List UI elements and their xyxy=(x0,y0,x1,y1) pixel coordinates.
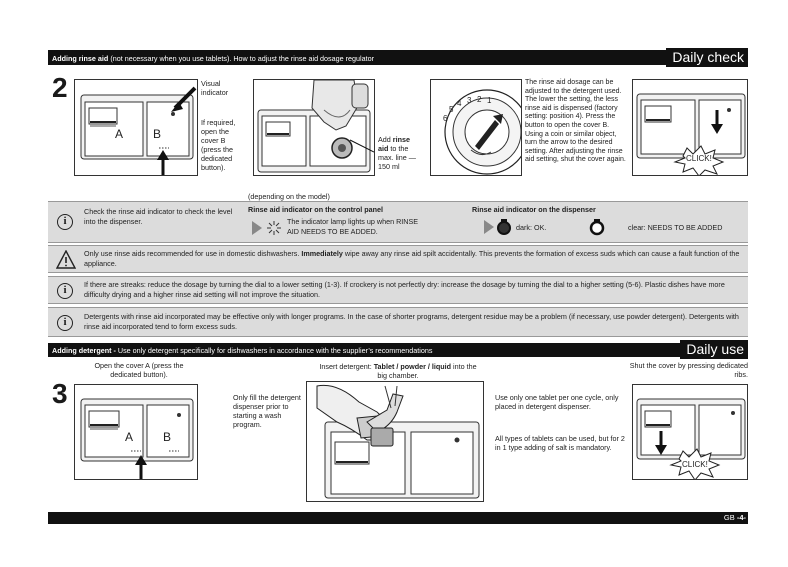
adding-detergent-section-bar: Adding detergent - Use only detergent sp… xyxy=(48,340,748,359)
page-number: -4- xyxy=(736,513,746,522)
check-indicator-text: Check the rinse aid indicator to check t… xyxy=(84,207,233,226)
clear-needs-added-label: clear: NEEDS TO BE ADDED xyxy=(628,223,723,232)
control-panel-indicator-title: Rinse aid indicator on the control panel xyxy=(248,205,383,214)
insert-detergent-figure xyxy=(306,381,484,502)
daily-use-tab: Daily use xyxy=(680,340,748,359)
info-icon: i xyxy=(57,315,73,331)
info-icon: i xyxy=(57,214,73,230)
dosage-dial-figure: 6 5 4 3 2 1 xyxy=(430,79,522,176)
rinse-aid-warning-box: Only use rinse aids recommended for use … xyxy=(48,245,748,273)
cover-b-label: B xyxy=(163,430,172,444)
rinse-aid-section-bar: Adding rinse aid (not necessary when you… xyxy=(48,48,748,67)
add-rinse-aid-figure xyxy=(253,79,375,176)
dial-number-4: 4 xyxy=(457,99,462,108)
visual-indicator-label: Visual indicator xyxy=(201,79,229,97)
insert-detergent-text: Insert detergent: Tablet / powder / liqu… xyxy=(319,362,477,380)
step-number-3: 3 xyxy=(52,378,68,409)
warning-icon xyxy=(56,250,76,269)
dark-indicator-icon xyxy=(484,219,511,235)
detergent-rinse-aid-info-box: i Detergents with rinse aid incorporated… xyxy=(48,307,748,337)
adding-detergent-bar-text: Adding detergent - Use only detergent sp… xyxy=(52,346,433,355)
shut-cover-a-figure: CLICK! xyxy=(632,384,748,480)
dosage-instructions-text: The rinse aid dosage can be adjusted to … xyxy=(525,79,626,164)
cover-b-label: B xyxy=(153,127,162,141)
add-rinse-aid-text: Add rinse aid to the max. line —150 ml xyxy=(378,135,416,171)
one-tablet-text: Use only one tablet per one cycle, only … xyxy=(495,393,619,411)
dispenser-open-cover-a-figure: A B xyxy=(74,384,198,480)
dial-number-2: 2 xyxy=(477,95,482,104)
language-code: GB xyxy=(723,513,735,522)
dial-number-1: 1 xyxy=(487,96,492,105)
rinse-aid-bar-text: Adding rinse aid (not necessary when you… xyxy=(52,54,375,63)
page-footer: GB -4- xyxy=(48,512,748,524)
depending-on-model-note: (depending on the model) xyxy=(248,192,330,201)
cover-a-label: A xyxy=(125,430,134,444)
control-panel-indicator-text: The indicator lamp lights up when RINSE … xyxy=(287,217,419,236)
warning-text: Only use rinse aids recommended for use … xyxy=(84,249,740,268)
cover-a-label: A xyxy=(115,127,124,141)
step-number-2: 2 xyxy=(52,72,68,103)
dial-number-6: 6 xyxy=(443,114,448,123)
dark-ok-label: dark: OK. xyxy=(516,223,547,232)
detergent-info-text: Detergents with rinse aid incorporated m… xyxy=(84,312,739,331)
indicator-lamp-icon xyxy=(252,221,281,235)
info-icon: i xyxy=(57,283,73,299)
clear-indicator-icon xyxy=(589,219,605,236)
click-label: CLICK! xyxy=(682,460,708,469)
only-fill-text: Only fill the detergent dispenser prior … xyxy=(233,393,301,429)
streaks-info-box: i If there are streaks: reduce the dosag… xyxy=(48,276,748,304)
streaks-text: If there are streaks: reduce the dosage … xyxy=(84,280,725,299)
click-label: CLICK! xyxy=(686,154,712,163)
if-required-text: If required, open the cover B (press the… xyxy=(201,118,236,172)
shut-cover-text: Shut the cover by pressing dedicated rib… xyxy=(629,361,748,379)
dial-number-3: 3 xyxy=(467,96,472,105)
open-cover-a-text: Open the cover A (press the dedicated bu… xyxy=(94,361,184,379)
shut-cover-b-figure: CLICK! xyxy=(632,79,748,176)
dispenser-indicator-title: Rinse aid indicator on the dispenser xyxy=(472,205,596,214)
daily-check-tab: Daily check xyxy=(666,48,748,67)
dispenser-open-cover-b-figure: A B xyxy=(74,79,198,176)
rinse-indicator-box: i Check the rinse aid indicator to check… xyxy=(48,201,748,243)
dial-number-5: 5 xyxy=(449,105,454,114)
all-tablet-types-text: All types of tablets can be used, but fo… xyxy=(495,434,625,452)
